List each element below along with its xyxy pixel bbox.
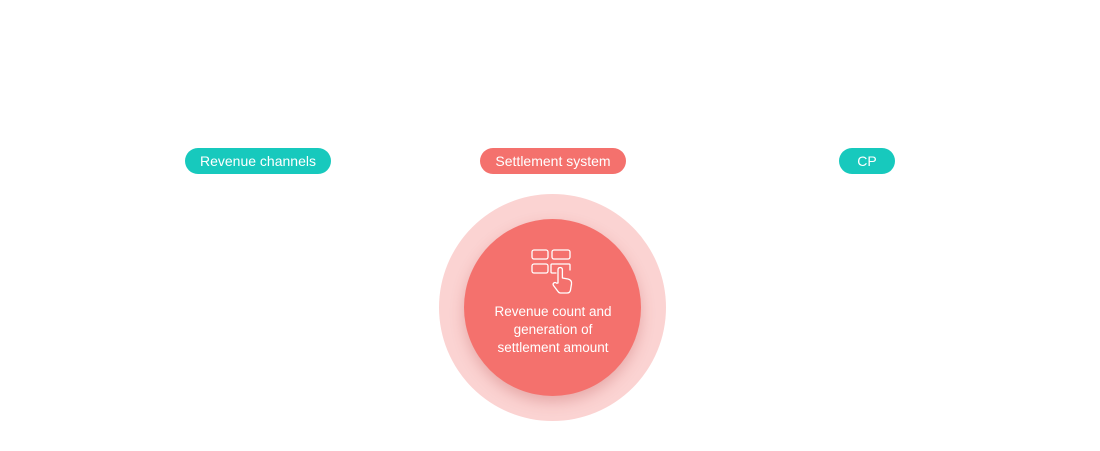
revenue-channels-label: Revenue channels: [185, 148, 331, 174]
node-label-line-1: Revenue count and: [494, 304, 612, 319]
settlement-node-label: Revenue count and generation of settleme…: [478, 303, 628, 357]
settlement-system-label: Settlement system: [480, 148, 626, 174]
cp-label: CP: [839, 148, 895, 174]
settlement-node: [464, 219, 641, 396]
node-label-line-3: settlement amount: [497, 340, 609, 355]
node-label-line-2: generation of: [513, 322, 593, 337]
grid-tap-icon: [531, 249, 573, 294]
